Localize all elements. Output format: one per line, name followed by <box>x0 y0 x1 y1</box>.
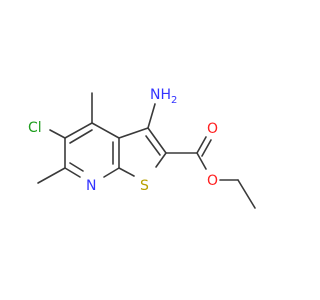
chlorine-label: Cl <box>28 120 42 136</box>
bond <box>37 167 66 184</box>
bond <box>118 127 149 139</box>
bond <box>147 127 167 154</box>
bond <box>103 167 120 178</box>
bond <box>237 179 256 209</box>
bond <box>49 129 66 139</box>
bond <box>64 167 81 178</box>
carbonyl-oxygen-label: O <box>207 121 218 137</box>
ring-nitrogen-label: N <box>86 178 96 194</box>
ring-sulfur-label: S <box>140 178 149 194</box>
bond <box>64 122 93 139</box>
bond <box>69 129 93 144</box>
bond <box>147 103 156 129</box>
bond <box>118 167 135 177</box>
bond <box>91 122 120 139</box>
bond <box>155 152 167 168</box>
amino-label: NH2 <box>150 87 177 106</box>
structure-diagram: NH2 Cl O O N S <box>28 87 256 209</box>
bond <box>196 136 207 154</box>
bond <box>145 135 161 156</box>
ester-oxygen-label: O <box>207 173 218 189</box>
bond <box>201 139 212 157</box>
bond <box>196 152 207 170</box>
bond <box>69 162 84 172</box>
